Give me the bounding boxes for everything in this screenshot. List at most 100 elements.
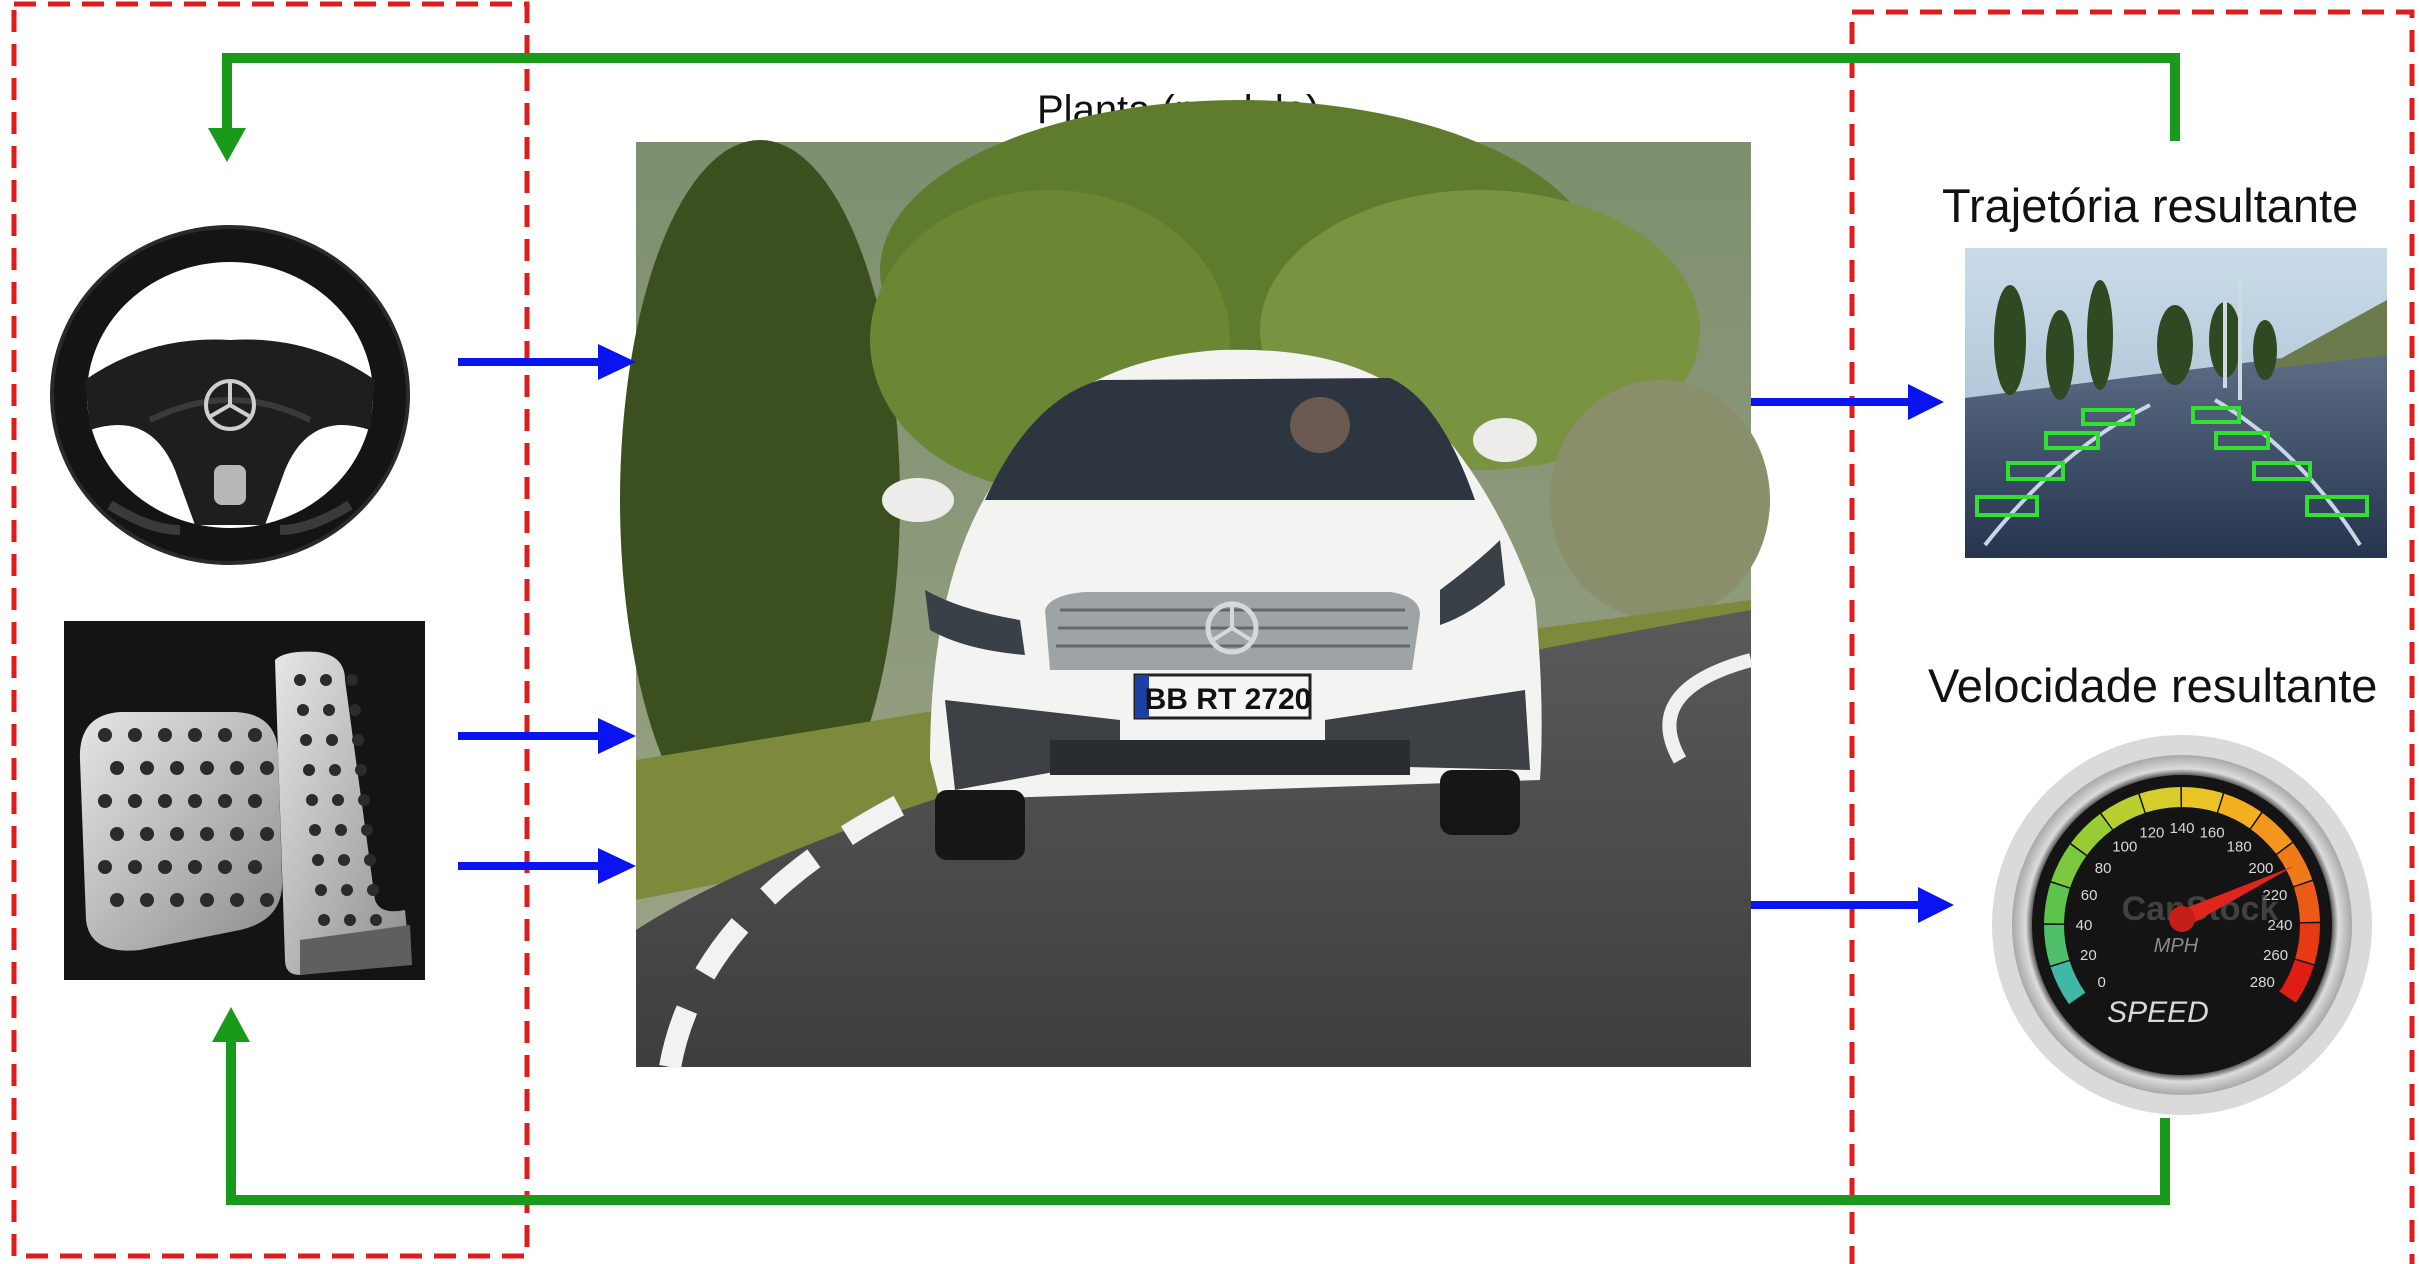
gauge-tick-label: 120 (2139, 825, 2164, 842)
pedal-stud (170, 827, 184, 841)
pedal-stud (364, 854, 376, 866)
gauge-tick-label: 40 (2076, 917, 2093, 934)
gauge-arc-segment (2043, 924, 2070, 966)
pedal-stud (318, 914, 330, 926)
steering-wheel-icon (50, 225, 410, 565)
gauge-tick-label: 100 (2112, 838, 2137, 855)
pedal-stud (98, 794, 112, 808)
pedal-stud (110, 893, 124, 907)
pedal-stud (128, 794, 142, 808)
pedal-stud (297, 704, 309, 716)
pedal-stud (326, 734, 338, 746)
pedal-stud (329, 764, 341, 776)
output-frame (1849, 9, 2415, 1264)
gauge-arc-segment (2279, 959, 2314, 1003)
pedal-stud (230, 893, 244, 907)
lane-detection-photo (1965, 248, 2387, 558)
pedal-stud (248, 728, 262, 742)
gauge-tick-label: 240 (2267, 917, 2292, 934)
pedal-stud (248, 860, 262, 874)
input-frame (11, 1, 530, 1259)
gauge-arc-segment (2276, 843, 2313, 887)
pedal-stud (315, 884, 327, 896)
pedal-stud (218, 728, 232, 742)
feedback-arrowhead-bottom (212, 1007, 250, 1042)
feedback-loop-bottom (226, 1040, 2170, 1205)
gauge-tick-label: 20 (2080, 947, 2097, 964)
pedal-stud (170, 893, 184, 907)
car-photo: BB RT 2720 (620, 100, 1770, 1069)
pedal-stud (338, 854, 350, 866)
gauge-tick-label: 260 (2263, 947, 2288, 964)
pedal-stud (110, 761, 124, 775)
gauge-tick-label: 220 (2262, 887, 2287, 904)
gauge-arc-segment (2050, 960, 2086, 1005)
gauge-tick-label: 60 (2081, 887, 2098, 904)
pedal-stud (323, 704, 335, 716)
license-plate: BB RT 2720 (1145, 683, 1312, 716)
gauge-arc-segment (2101, 794, 2145, 830)
gauge-arc-segment (2044, 882, 2070, 924)
pedals-icon (64, 621, 425, 980)
pedal-stud (352, 734, 364, 746)
pedal-stud (341, 884, 353, 896)
pedal-stud (230, 827, 244, 841)
gauge-tick-label: 180 (2227, 838, 2252, 855)
gauge-arc-segment (2295, 923, 2320, 965)
pedal-stud (158, 860, 172, 874)
pedal-stud (358, 794, 370, 806)
gauge-arc-segment (2181, 787, 2223, 813)
pedal-stud (306, 794, 318, 806)
pedal-stud (294, 674, 306, 686)
trajectory-label: Trajetória resultante (1942, 179, 2359, 232)
pedal-stud (218, 860, 232, 874)
gauge-unit: MPH (2154, 935, 2199, 957)
pedal-stud (320, 674, 332, 686)
pedal-stud (170, 761, 184, 775)
pedal-stud (344, 914, 356, 926)
pedal-stud (140, 827, 154, 841)
pedal-stud (110, 827, 124, 841)
gauge-caption: SPEED (2107, 996, 2209, 1029)
feedback-arrowhead-top (208, 128, 246, 162)
gauge-arc-segment (2293, 881, 2320, 923)
pedal-stud (188, 860, 202, 874)
gauge-tick-label: 280 (2250, 974, 2275, 991)
pedal-stud (346, 674, 358, 686)
pedal-stud (98, 860, 112, 874)
gauge-arc-segment (2070, 813, 2113, 856)
pedal-stud (349, 704, 361, 716)
pedal-stud (303, 764, 315, 776)
pedal-stud (98, 728, 112, 742)
pedal-stud (158, 794, 172, 808)
pedal-stud (309, 824, 321, 836)
pedal-stud (370, 914, 382, 926)
pedal-stud (260, 893, 274, 907)
pedal-stud (312, 854, 324, 866)
pedal-stud (140, 761, 154, 775)
pedal-stud (355, 764, 367, 776)
pedal-stud (332, 794, 344, 806)
signal-arrows (458, 358, 1920, 909)
gauge-arc-segment (2051, 844, 2087, 888)
feedback-loop-top (222, 53, 2180, 141)
gauge-tick-label: 160 (2200, 825, 2225, 842)
gauge-tick-label: 80 (2095, 860, 2112, 877)
pedal-stud (140, 893, 154, 907)
gauge-tick-label: 0 (2098, 974, 2106, 991)
gauge-arc-segment (2139, 787, 2181, 813)
pedal-stud (200, 827, 214, 841)
pedal-stud (230, 761, 244, 775)
pedal-stud (248, 794, 262, 808)
pedal-stud (188, 728, 202, 742)
gauge-tick-label: 140 (2169, 820, 2194, 837)
pedal-stud (200, 893, 214, 907)
pedal-stud (361, 824, 373, 836)
pedal-stud (335, 824, 347, 836)
pedal-stud (158, 728, 172, 742)
pedal-stud (188, 794, 202, 808)
pedal-stud (218, 794, 232, 808)
gauge-arc-segment (2217, 793, 2262, 829)
